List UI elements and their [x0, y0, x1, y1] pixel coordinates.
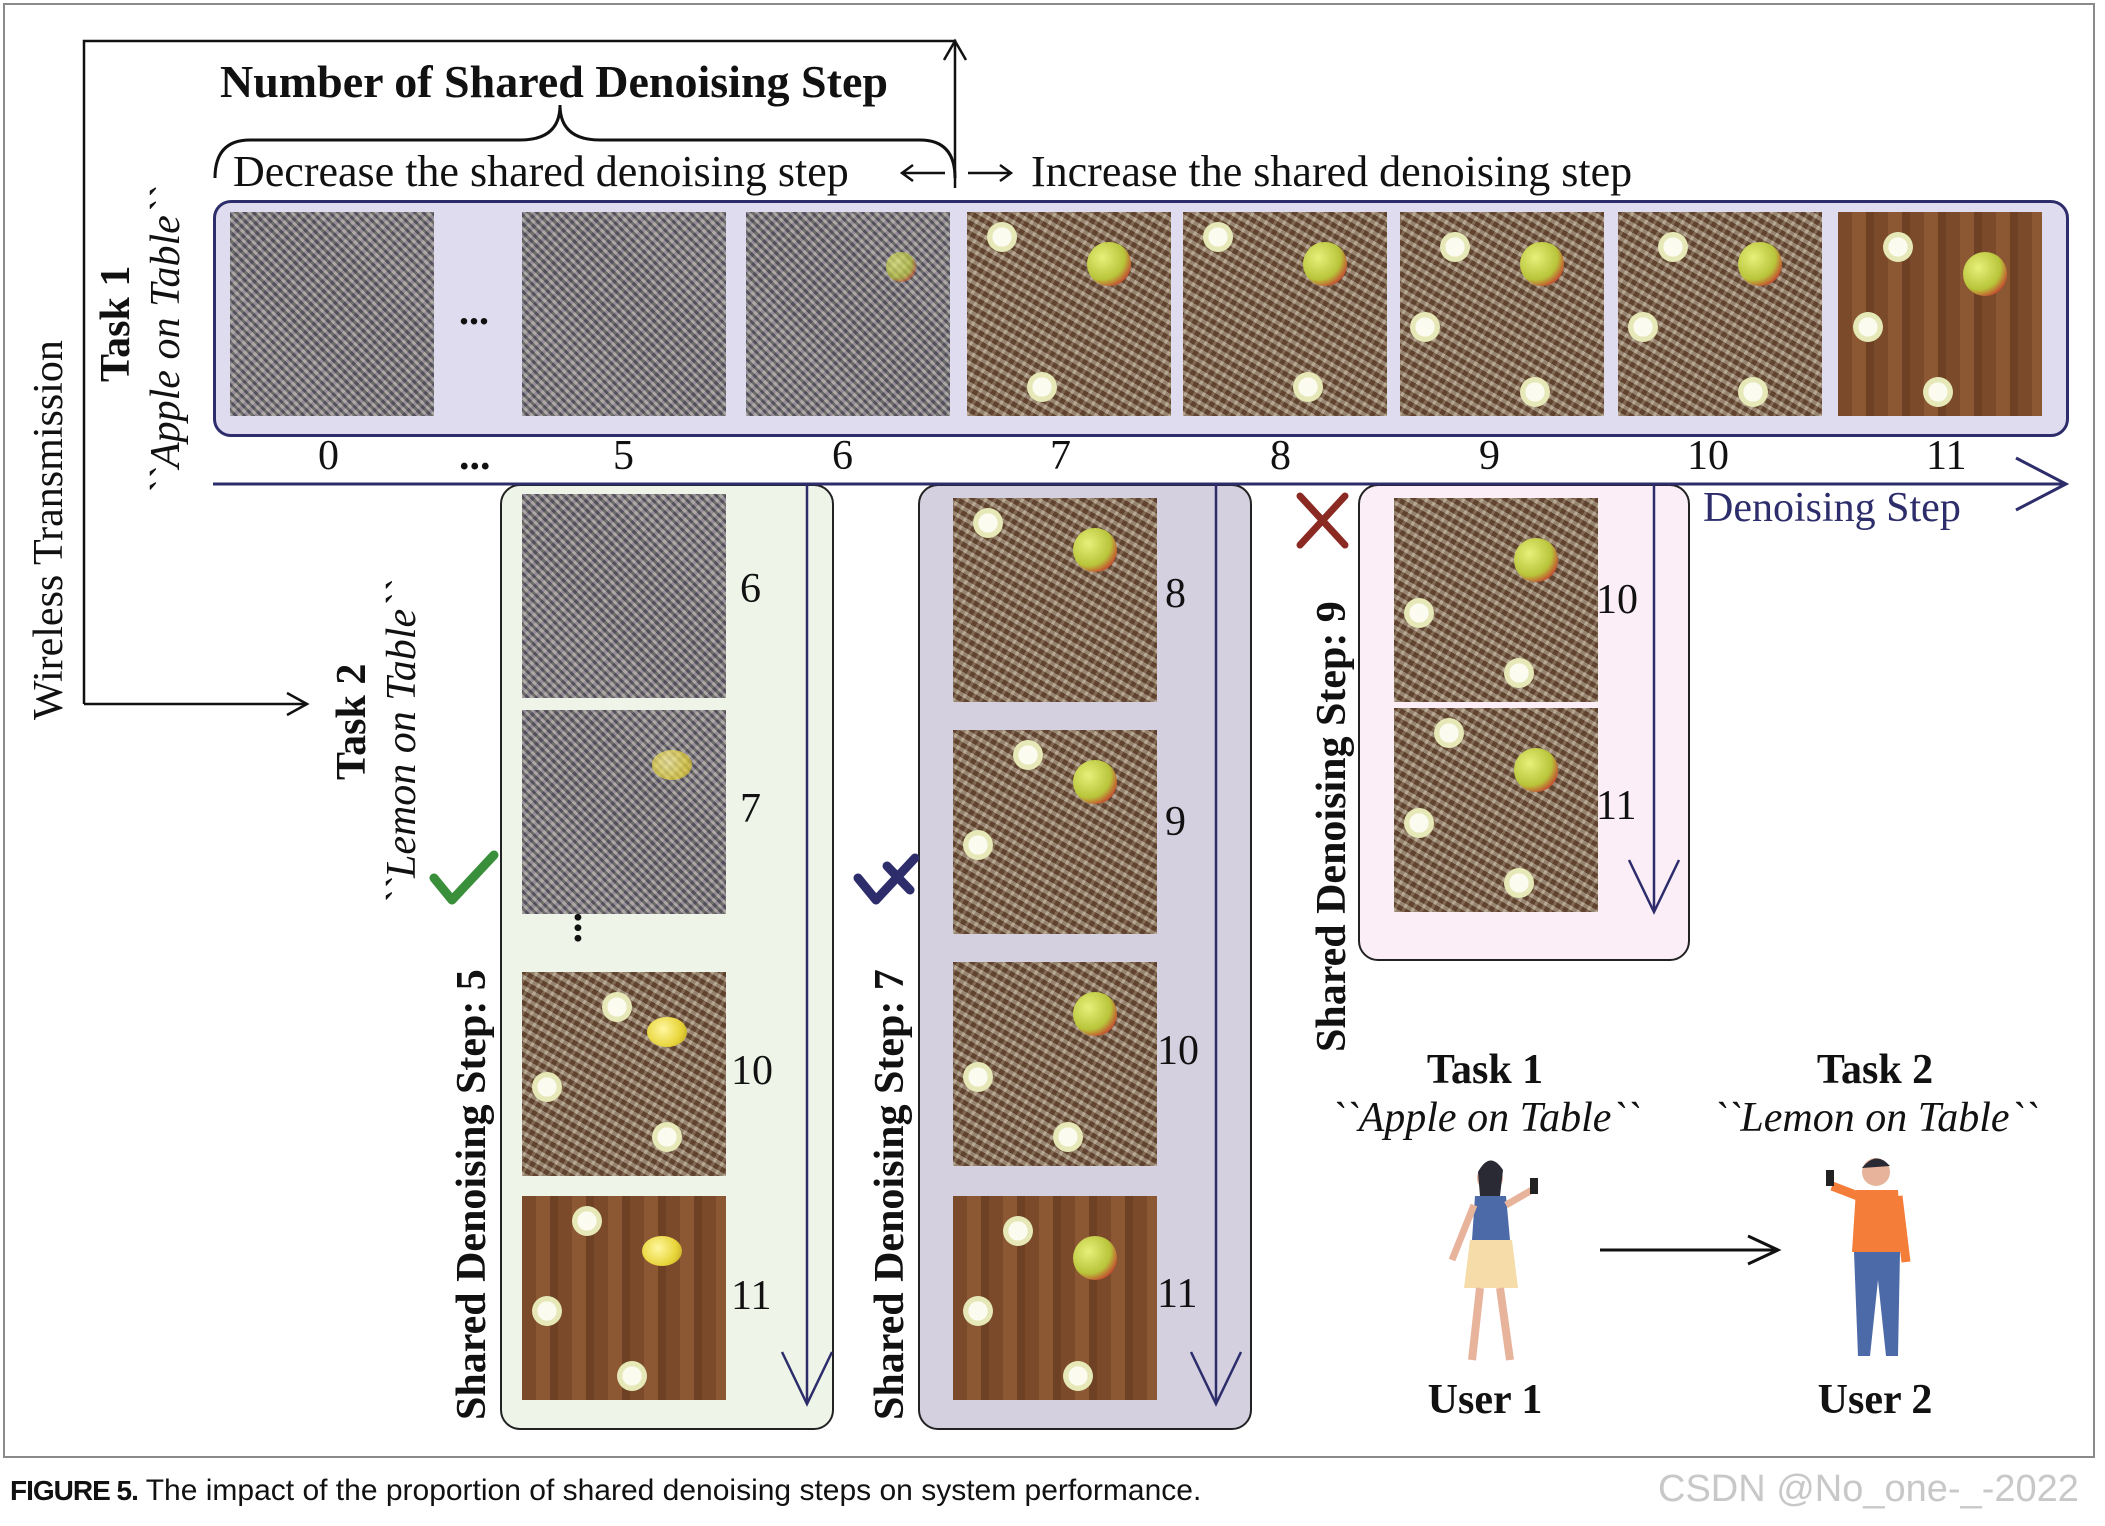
brace [213, 104, 957, 179]
branch7-step-11: 11 [1157, 1271, 1198, 1317]
branch7-image-step-8 [953, 498, 1157, 702]
user2-label: User 2 [1817, 1377, 1933, 1423]
increase-label: Increase the shared denoising step [1031, 147, 1633, 196]
check-navy-icon [853, 853, 920, 905]
branch5-image-step-7 [522, 710, 726, 914]
step-label-8: 8 [1270, 433, 1291, 479]
figure-number: FIGURE 5. [10, 1475, 139, 1506]
task1-image-step-10 [1618, 212, 1822, 416]
branch5-image-step-11 [522, 1196, 726, 1400]
branch5-image-step-6 [522, 494, 726, 698]
branch5-image-step-10 [522, 972, 726, 1176]
user1-label: User 1 [1427, 1377, 1543, 1423]
task1-image-step-8 [1183, 212, 1387, 416]
caption-text: The impact of the proportion of shared d… [137, 1474, 1202, 1507]
task1-image-step-6 [746, 212, 950, 416]
task1-image-step-9 [1400, 212, 1604, 416]
branch9-step-10: 10 [1596, 577, 1638, 623]
step-label-11: 11 [1926, 433, 1967, 479]
branch7-step-9: 9 [1165, 799, 1186, 845]
users-task1-prompt: ``Apple on Table`` [1330, 1095, 1640, 1141]
watermark: CSDN @No_one-_-2022 [1658, 1468, 2079, 1510]
axis-label: Denoising Step [1703, 485, 1961, 531]
branch9-down-arrow-icon [1627, 859, 1681, 915]
branch5-down-arrow-icon [780, 1351, 834, 1407]
task1-image-step-11 [1838, 212, 2042, 416]
users-task1-label: Task 1 [1426, 1047, 1544, 1093]
step-label-7: 7 [1050, 433, 1071, 479]
task1-ellipsis: ... [459, 288, 489, 333]
users-task2-label: Task 2 [1816, 1047, 1934, 1093]
branch5-step-11: 11 [731, 1273, 772, 1319]
task1-image-step-5 [522, 212, 726, 416]
check-green-icon [429, 850, 499, 905]
step-label-9: 9 [1479, 433, 1500, 479]
decrease-label: Decrease the shared denoising step [233, 147, 849, 196]
step-label-5: 5 [613, 433, 634, 479]
step-label-0: 0 [318, 433, 339, 479]
user2-avatar-icon [1826, 1158, 1911, 1356]
step-label-6: 6 [832, 433, 853, 479]
user1-avatar-icon [1448, 1160, 1538, 1361]
branch7-step-8: 8 [1165, 571, 1186, 617]
task1-image-step-0 [230, 212, 434, 416]
step-label-10: 10 [1687, 433, 1729, 479]
branch5-step-7: 7 [740, 786, 761, 832]
branch9-image-step-10 [1394, 498, 1598, 702]
branch7-image-step-9 [953, 730, 1157, 934]
figure-caption: FIGURE 5. The impact of the proportion o… [10, 1474, 1201, 1508]
axis-arrow-icon [2015, 456, 2070, 512]
diagram-title: Number of Shared Denoising Step [220, 56, 888, 107]
branch7-down-arrow-icon [1189, 1351, 1243, 1407]
branch9-step-11: 11 [1596, 783, 1637, 829]
task1-image-step-7 [967, 212, 1171, 416]
increase-arrow-icon [999, 163, 1014, 183]
branch7-step-10: 10 [1157, 1028, 1199, 1074]
users-task2-prompt: ``Lemon on Table`` [1712, 1095, 2038, 1141]
branch7-image-step-11 [953, 1196, 1157, 1400]
step-label-ellipsis: ... [459, 433, 491, 479]
decrease-arrow-icon [899, 163, 914, 183]
branch5-step-6: 6 [740, 566, 761, 612]
figure-frame [3, 3, 2095, 1458]
branch9-image-step-11 [1394, 708, 1598, 912]
wireless-transmission-arrow [82, 39, 957, 704]
branch5-step-10: 10 [731, 1048, 773, 1094]
branch7-image-step-10 [953, 962, 1157, 1166]
